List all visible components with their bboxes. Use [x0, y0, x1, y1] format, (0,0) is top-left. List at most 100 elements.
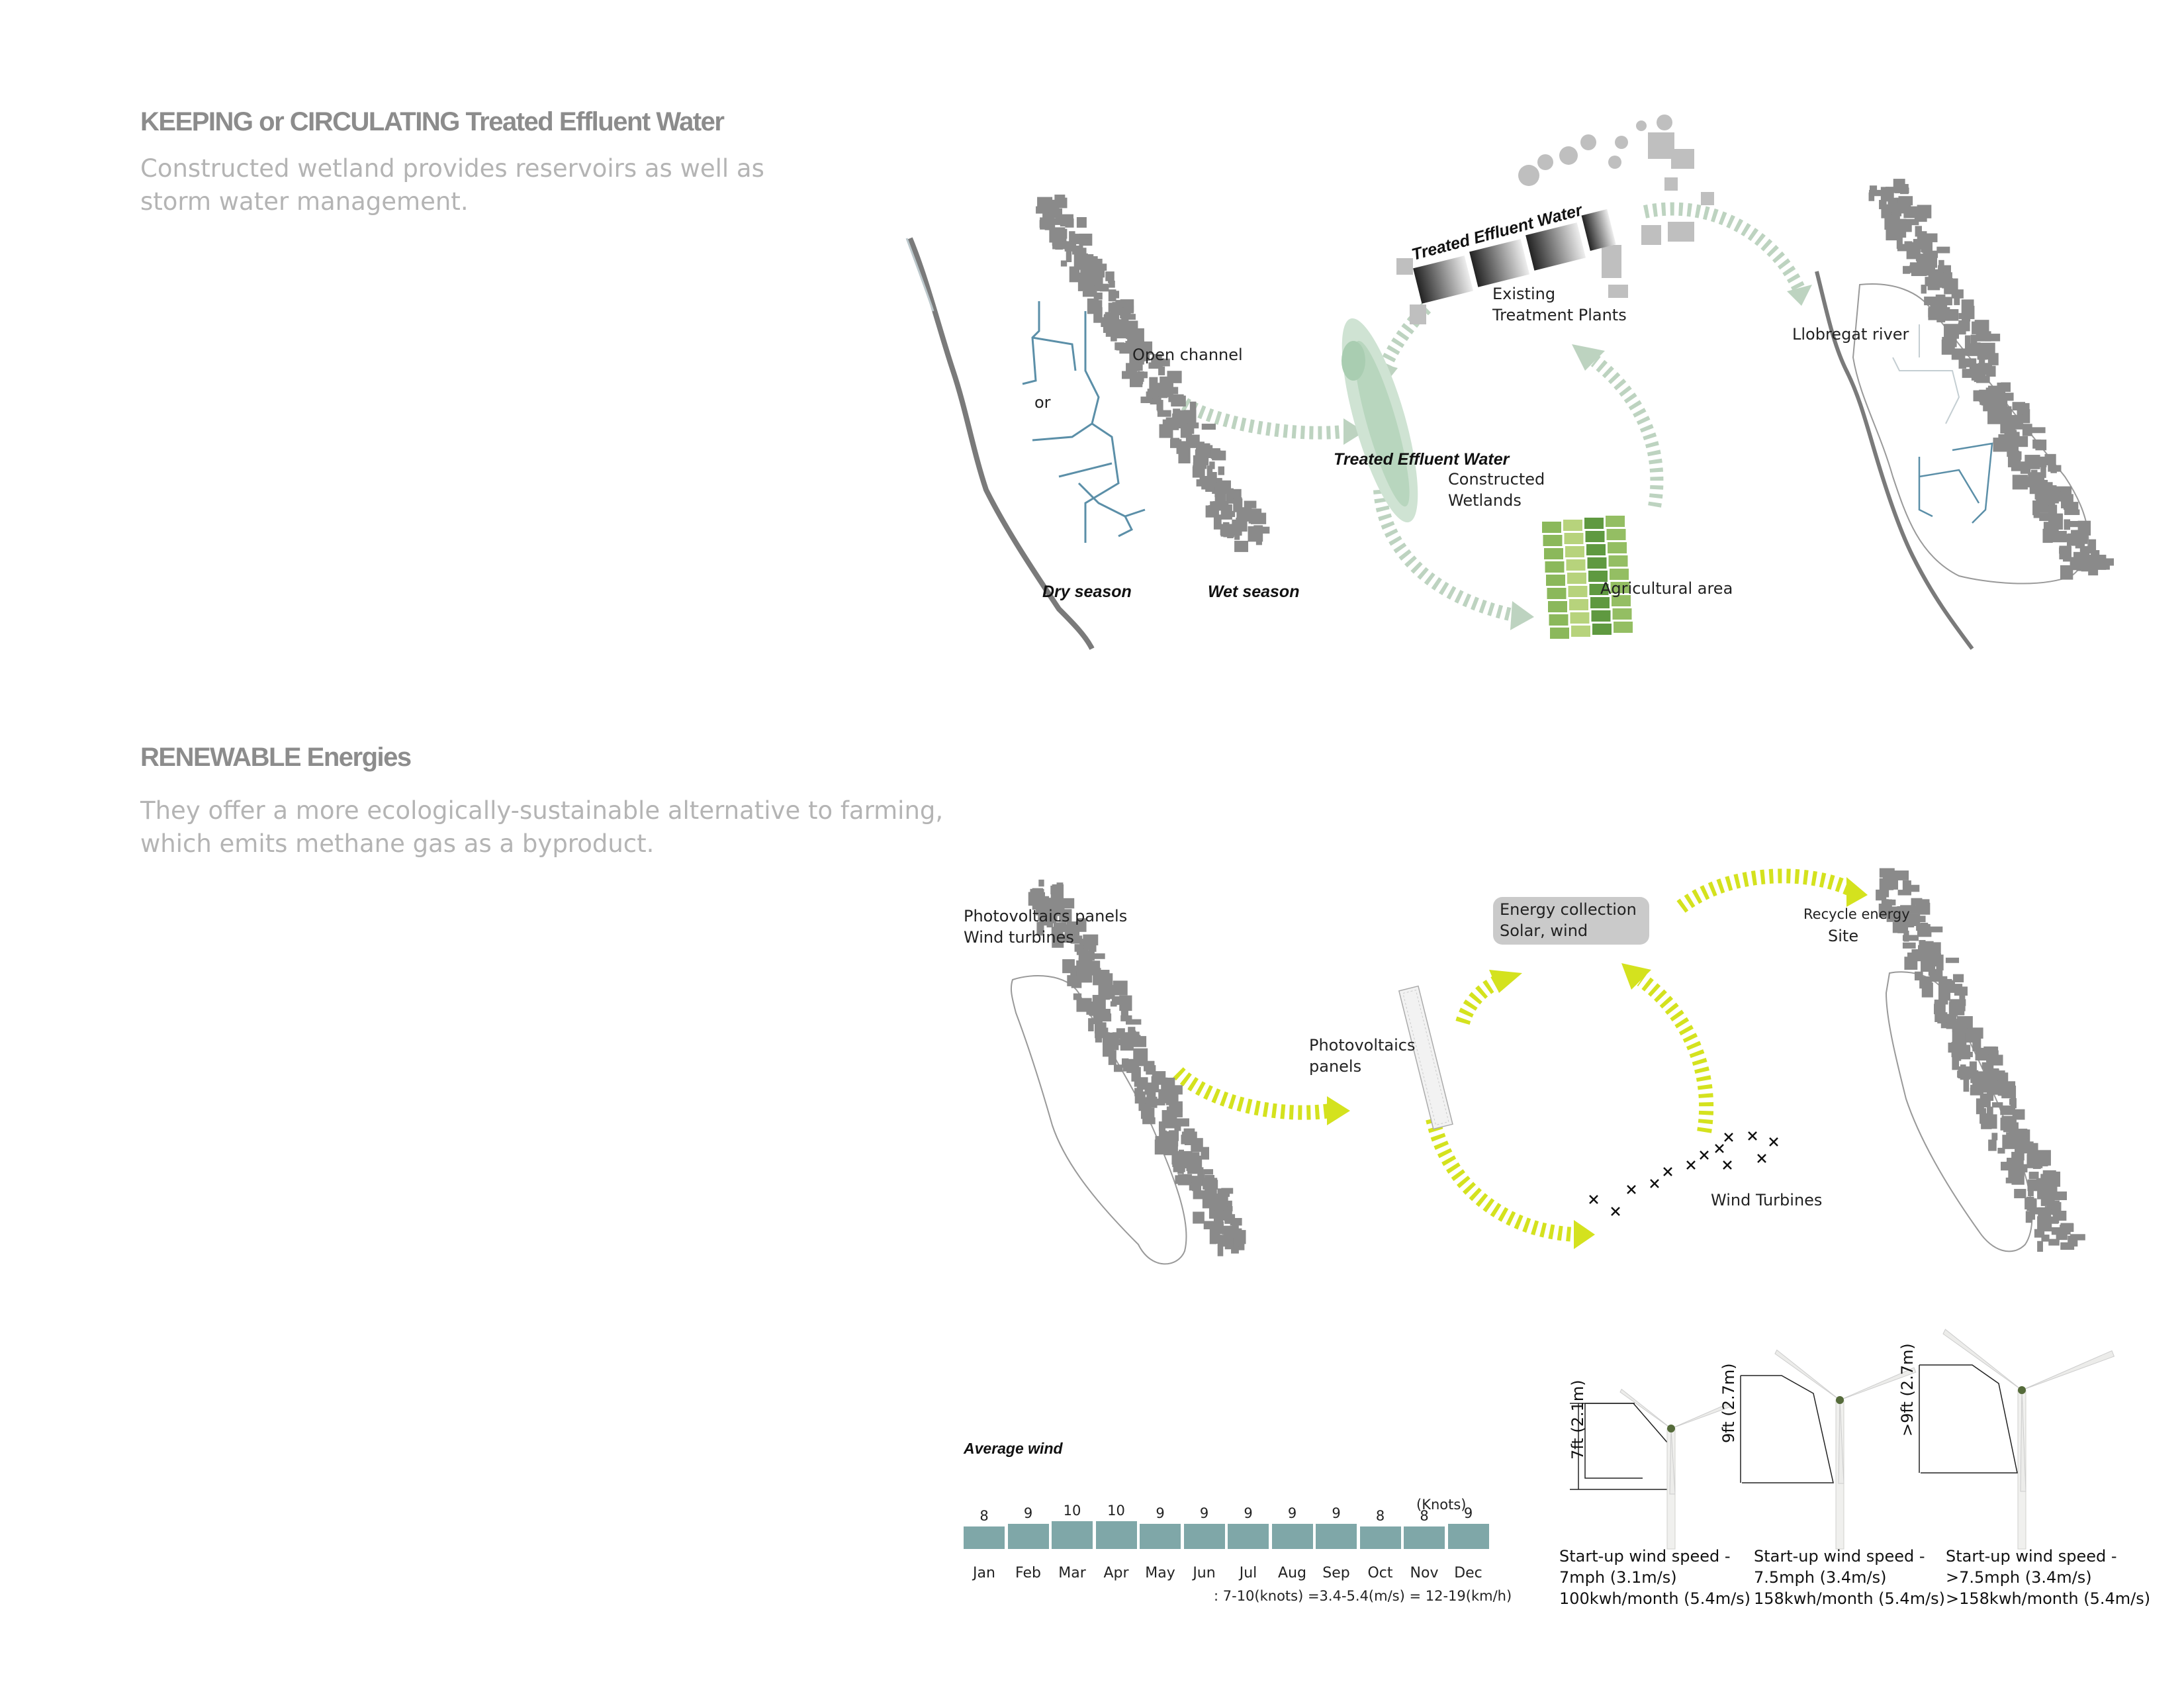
- city-block: [1173, 419, 1187, 426]
- city-block: [2001, 382, 2011, 392]
- field-plot: [1571, 626, 1590, 637]
- city-block: [1170, 387, 1179, 395]
- city-block: [1069, 266, 1080, 283]
- turbine2-height: 9ft (2.7m): [1719, 1363, 1738, 1443]
- city-block: [1111, 332, 1117, 342]
- city-block: [1869, 185, 1878, 195]
- city-block: [1108, 326, 1116, 336]
- city-block: [1987, 1106, 1993, 1120]
- city-block: [2052, 1191, 2068, 1201]
- wind-footnote: : 7-10(knots) =3.4-5.4(m/s) = 12-19(km/h…: [1214, 1588, 1512, 1604]
- city-block: [1222, 510, 1236, 518]
- city-block: [1177, 1167, 1184, 1174]
- city-block: [2064, 519, 2071, 530]
- city-block: [1090, 953, 1105, 959]
- city-block: [2050, 531, 2067, 543]
- city-block: [1066, 250, 1072, 262]
- city-block: [1221, 1188, 1234, 1194]
- city-block: [2032, 439, 2042, 449]
- wind-bar-month: Jul: [1239, 1565, 1257, 1581]
- city-block: [2000, 1117, 2010, 1131]
- city-block: [1083, 934, 1099, 946]
- field-plot: [1610, 569, 1629, 580]
- wind-bar-month: Apr: [1103, 1565, 1129, 1581]
- city-block: [1921, 285, 1927, 294]
- city-block: [1936, 246, 1950, 254]
- city-block: [1197, 1167, 1204, 1182]
- city-block: [1059, 914, 1069, 922]
- city-block: [1097, 1008, 1111, 1015]
- city-blocks-energy-left: [1028, 879, 1246, 1256]
- city-block: [1927, 277, 1940, 291]
- city-block: [2066, 538, 2076, 546]
- turbine2-height-line: [1741, 1375, 1834, 1483]
- city-block: [1074, 246, 1080, 260]
- city-block: [1915, 226, 1922, 237]
- city-block: [1969, 1061, 1977, 1072]
- city-block: [1997, 1147, 2005, 1154]
- city-block: [1210, 450, 1222, 459]
- arrow-collection-to-site: [1676, 868, 1868, 913]
- city-block: [1879, 200, 1887, 210]
- wind-bar-value: 9: [1332, 1505, 1341, 1522]
- city-block: [1066, 928, 1078, 939]
- city-block: [1124, 314, 1136, 320]
- turbine2-spec: Start-up wind speed - 7.5mph (3.4m/s) 15…: [1754, 1547, 1946, 1608]
- city-block: [1156, 389, 1169, 397]
- city-block: [1158, 1089, 1171, 1103]
- wind-bar-month: May: [1145, 1565, 1175, 1581]
- wind-turbine-marker: [1611, 1207, 1620, 1216]
- city-block: [1036, 901, 1050, 915]
- wind-bar: [1271, 1524, 1313, 1549]
- city-block: [1145, 1097, 1153, 1105]
- city-block: [1950, 999, 1966, 1006]
- arrow-site-to-pv: [1173, 1066, 1350, 1125]
- city-block: [1136, 352, 1147, 360]
- wind-bar-month: Nov: [1410, 1565, 1439, 1581]
- city-block: [1214, 1219, 1221, 1233]
- wind-bar-value: 10: [1107, 1503, 1125, 1519]
- section1-description-line1: Constructed wetland provides reservoirs …: [140, 154, 764, 183]
- section2-description-line2: which emits methane gas as a byproduct.: [140, 829, 655, 858]
- city-block: [1236, 1243, 1245, 1250]
- city-block: [1869, 189, 1884, 197]
- city-block: [2040, 1198, 2055, 1206]
- city-block: [1909, 265, 1915, 273]
- city-block: [1987, 394, 1997, 404]
- city-block: [1118, 319, 1129, 326]
- city-block: [1199, 476, 1207, 485]
- city-block: [2052, 1208, 2060, 1223]
- city-block: [1991, 407, 2005, 416]
- city-block: [1130, 1035, 1141, 1043]
- city-block: [1125, 320, 1138, 334]
- city-block: [2033, 506, 2040, 518]
- city-block: [1108, 289, 1116, 302]
- city-block: [1907, 952, 1917, 967]
- dry-season-label: Dry season: [1042, 583, 1132, 601]
- city-block: [1157, 410, 1171, 417]
- city-block: [1122, 371, 1134, 379]
- city-block: [1099, 1013, 1112, 1022]
- city-block: [1182, 1176, 1195, 1183]
- city-block: [1206, 465, 1213, 480]
- wind-turbine-marker: [1724, 1133, 1733, 1142]
- wind-bar: [1447, 1524, 1489, 1549]
- city-block: [1987, 1088, 2001, 1095]
- field-plot: [1606, 516, 1625, 527]
- wind-turbine-marker: [1700, 1150, 1709, 1160]
- city-block: [1964, 335, 1971, 351]
- city-block: [2059, 547, 2070, 554]
- city-block: [1979, 1107, 1987, 1124]
- wind-bar-month: Jun: [1193, 1565, 1216, 1581]
- city-block: [1112, 1032, 1128, 1039]
- city-block: [1056, 197, 1068, 209]
- wind-bar: [1316, 1524, 1357, 1549]
- city-block: [1952, 1007, 1962, 1015]
- city-block: [2002, 1135, 2015, 1149]
- or-label: or: [1034, 393, 1051, 412]
- city-block: [1895, 187, 1909, 193]
- site-label: Site: [1828, 927, 1859, 945]
- city-block: [1915, 254, 1931, 261]
- city-block: [2014, 1189, 2026, 1199]
- city-block: [1189, 401, 1197, 414]
